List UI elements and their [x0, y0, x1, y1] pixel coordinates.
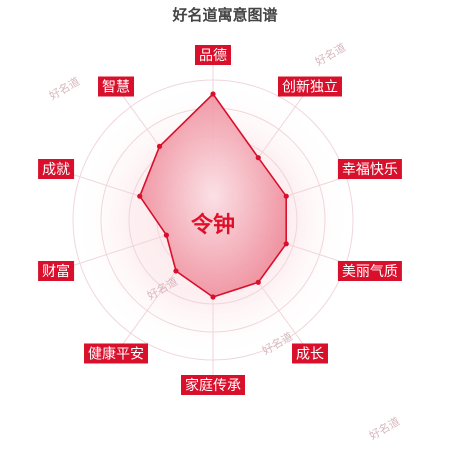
data-point	[163, 232, 169, 238]
axis-label: 健康平安	[84, 343, 149, 364]
axis-label-box	[38, 159, 75, 180]
axis-label-box	[277, 76, 342, 97]
axis-label-text: 财富	[42, 263, 70, 280]
data-point	[255, 279, 261, 285]
axis-label-text: 家庭传承	[185, 377, 241, 394]
data-point	[137, 193, 143, 199]
axis-label: 成长	[291, 343, 328, 364]
axis-label: 成就	[38, 159, 75, 180]
axis-label-text: 幸福快乐	[342, 162, 398, 178]
chart-title: 好名道寓意图谱	[171, 6, 277, 24]
axis-label-text: 成就	[42, 162, 70, 178]
axis-label-text: 健康平安	[88, 345, 144, 362]
data-point	[283, 193, 289, 199]
axis-label-box	[98, 76, 135, 97]
axis-label-box	[195, 45, 231, 65]
watermark: 好名道	[367, 414, 403, 443]
data-point	[173, 268, 179, 274]
axis-label: 智慧	[98, 76, 135, 97]
axis-label-text: 创新独立	[282, 80, 338, 96]
axis-label: 家庭传承	[181, 375, 245, 395]
axis-label-box	[337, 159, 402, 180]
axis-label: 创新独立	[277, 76, 342, 97]
axis-label-box	[337, 260, 402, 281]
axis-label-box	[38, 260, 75, 281]
data-point	[156, 143, 163, 149]
axis-label-text: 美丽气质	[342, 264, 398, 280]
center-name: 令钟	[191, 212, 235, 238]
axis-label-text: 品德	[199, 48, 227, 64]
axis-label: 财富	[38, 260, 75, 281]
data-point	[255, 155, 261, 161]
axis-label-box	[291, 343, 328, 364]
axis-label-box	[84, 343, 149, 364]
data-points	[137, 91, 289, 300]
axis-label: 美丽气质	[337, 260, 402, 281]
watermark: 好名道	[313, 40, 349, 69]
watermark: 好名道	[47, 74, 83, 103]
data-point	[210, 294, 216, 300]
axis-label-text: 成长	[296, 346, 324, 362]
axis-label: 品德	[195, 45, 231, 65]
data-point	[283, 241, 289, 247]
data-point	[210, 91, 216, 97]
axis-label: 幸福快乐	[337, 159, 402, 180]
axis-label-box	[181, 375, 245, 395]
axis-label-text: 智慧	[102, 80, 130, 96]
